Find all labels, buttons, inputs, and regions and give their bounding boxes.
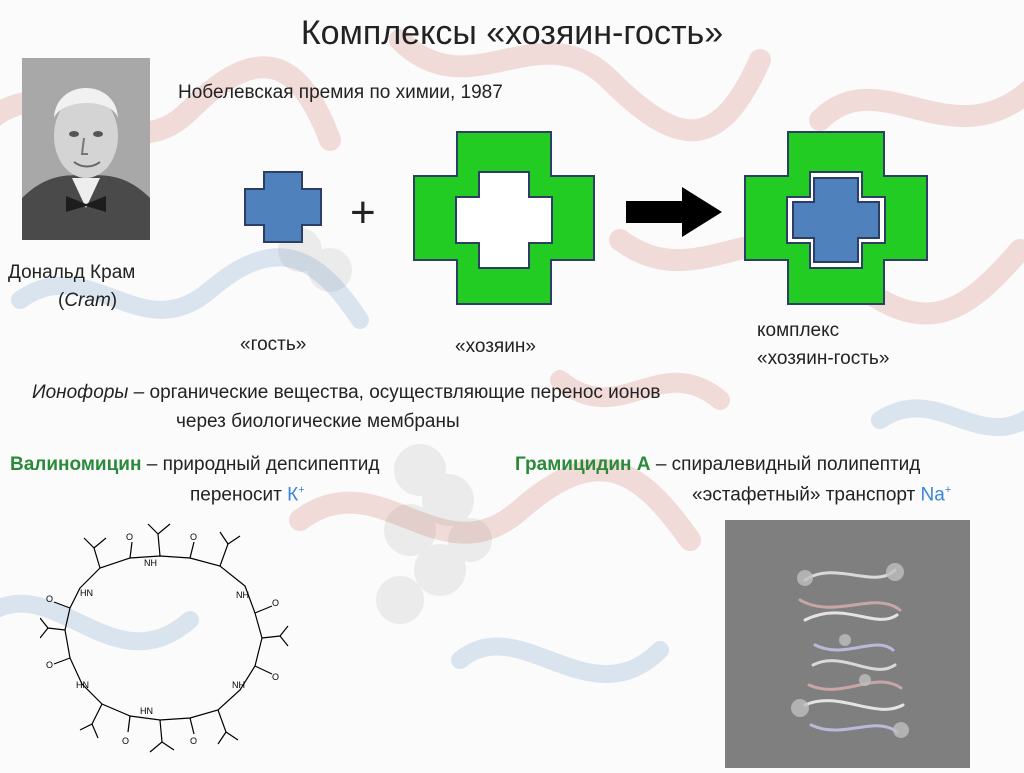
host-cross-shape: [412, 130, 596, 306]
guest-label: «гость»: [240, 334, 306, 356]
svg-text:O: O: [46, 660, 53, 670]
svg-text:O: O: [272, 598, 279, 608]
svg-text:NH: NH: [236, 590, 249, 600]
gramicidin-transport: «эстафетный» транспорт Na+: [692, 484, 951, 506]
complex-cross-shape: [743, 130, 929, 306]
complex-label-line1: комплекс: [757, 320, 839, 342]
valinomycin-transport: переносит К+: [190, 484, 305, 506]
host-label: «хозяин»: [455, 336, 536, 358]
guest-cross-shape: [244, 171, 322, 243]
ionophores-term: Ионофоры: [32, 382, 128, 403]
svg-text:O: O: [190, 736, 197, 746]
valinomycin-heading: Валиномицин – природный депсипептид: [10, 454, 380, 476]
gramicidin-3d-model: [725, 520, 970, 768]
valinomycin-structure: O O O O O O O O NH NH NH HN HN HN: [40, 518, 290, 768]
reaction-arrow: [626, 187, 722, 237]
svg-text:HN: HN: [80, 588, 93, 598]
svg-text:O: O: [122, 736, 129, 746]
nobel-prize-note: Нобелевская премия по химии, 1987: [178, 82, 503, 104]
svg-text:O: O: [190, 532, 197, 542]
page-title: Комплексы «хозяин-гость»: [0, 14, 1024, 53]
gramicidin-name: Грамицидин А: [515, 454, 651, 475]
svg-text:O: O: [46, 594, 53, 604]
svg-text:HN: HN: [140, 706, 153, 716]
gramicidin-heading: Грамицидин А – спиралевидный полипептид: [515, 454, 920, 476]
ionophores-definition: Ионофоры – органические вещества, осущес…: [32, 382, 661, 404]
ionophores-definition-cont: через биологические мембраны: [176, 411, 460, 433]
valinomycin-name: Валиномицин: [10, 454, 141, 475]
portrait-photo: [22, 58, 150, 240]
person-name: Дональд Крам: [8, 262, 135, 284]
svg-text:NH: NH: [144, 558, 157, 568]
svg-text:O: O: [272, 672, 279, 682]
complex-label-line2: «хозяин-гость»: [757, 348, 889, 370]
person-latin-name: (Cram): [58, 290, 117, 312]
svg-text:HN: HN: [76, 680, 89, 690]
svg-text:O: O: [126, 532, 133, 542]
svg-text:NH: NH: [232, 680, 245, 690]
plus-sign: +: [350, 188, 376, 238]
